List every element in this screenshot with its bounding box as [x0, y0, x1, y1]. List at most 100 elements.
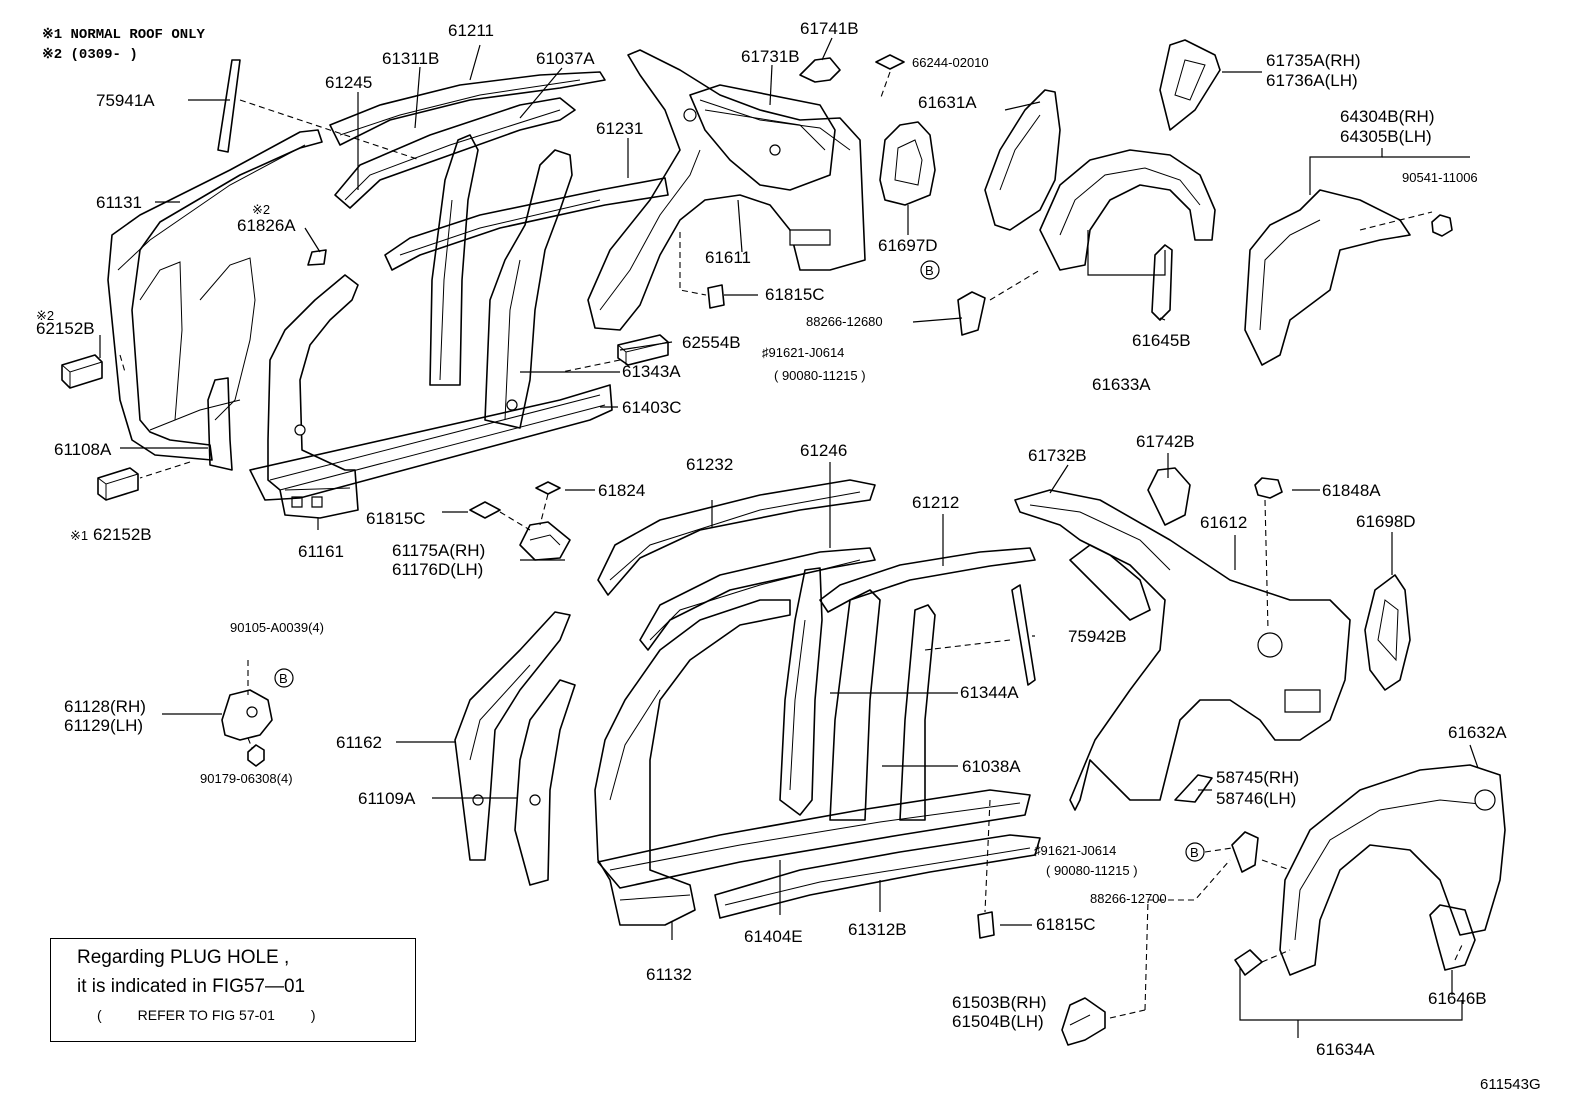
- part-61824-pad[interactable]: [535, 481, 561, 495]
- part-61633a-wheelhouse-inner[interactable]: [1039, 149, 1216, 271]
- part-labels: 61211 61311B 61037A 75941A 61245 61231 6…: [36, 19, 1507, 1059]
- mark-2-62152b: ※2: [36, 308, 54, 323]
- label-61232: 61232: [686, 455, 733, 474]
- svg-text:B: B: [925, 263, 934, 278]
- label-61108a: 61108A: [54, 440, 112, 459]
- part-61162-front-pillar-inner[interactable]: [454, 611, 571, 861]
- part-61038a-center-pillar-inner[interactable]: [829, 589, 936, 821]
- part-61312b-rocker-outer[interactable]: [714, 834, 1041, 919]
- bolt-mark-upper: B: [920, 260, 940, 280]
- label-61612: 61612: [1200, 513, 1247, 532]
- label-61311b: 61311B: [382, 49, 439, 68]
- label-91621-lower: ♯91621-J0614: [1034, 843, 1116, 858]
- part-61848a-clip[interactable]: [1254, 477, 1283, 499]
- label-61735a-rh: 61735A(RH): [1266, 51, 1361, 70]
- label-58746-lh: 58746(LH): [1216, 789, 1296, 808]
- label-61697d: 61697D: [878, 236, 938, 255]
- label-61632a: 61632A: [1448, 723, 1507, 742]
- part-61344a-center-pillar-outer[interactable]: [779, 567, 823, 816]
- part-61037a-center-pillar-inner[interactable]: [429, 134, 479, 386]
- part-61634a-wheelhouse-inner[interactable]: [1234, 949, 1263, 976]
- part-62152b-upper-filler[interactable]: [61, 354, 103, 389]
- part-61697d-wheelhouse-cover[interactable]: [879, 121, 936, 206]
- label-91621-upper: ♯91621-J0614: [762, 345, 844, 360]
- label-90080-upper: ( 90080-11215 ): [774, 368, 866, 383]
- part-61741b-bracket[interactable]: [799, 57, 841, 83]
- label-88266-12700: 88266-12700: [1090, 891, 1167, 906]
- label-90105-a0039: 90105-A0039(4): [230, 620, 324, 635]
- part-61698d-wheelhouse-cover[interactable]: [1364, 574, 1411, 691]
- part-61815c-upper-pad[interactable]: [707, 284, 725, 309]
- part-66244-02010-seal[interactable]: [875, 54, 905, 70]
- label-61404e: 61404E: [744, 927, 803, 946]
- part-61735a-gusset[interactable]: [1159, 39, 1221, 131]
- part-61128-bracket[interactable]: [221, 689, 273, 741]
- part-61826a-gusset[interactable]: [307, 249, 327, 266]
- label-75941a: 75941A: [96, 91, 155, 110]
- part-90541-11006-clip[interactable]: [1431, 214, 1453, 237]
- plug-note-line-1: Regarding PLUG HOLE ,: [77, 947, 290, 968]
- label-61631a: 61631A: [918, 93, 977, 112]
- label-61736a-lh: 61736A(LH): [1266, 71, 1358, 90]
- part-61132-front-pillar-outer[interactable]: [594, 599, 791, 926]
- label-61128-rh: 61128(RH): [64, 697, 146, 716]
- part-61612-quarter-panel[interactable]: [1014, 489, 1351, 811]
- label-64305b-lh: 64305B(LH): [1340, 127, 1432, 146]
- part-61404e-rocker-inner[interactable]: [597, 789, 1031, 889]
- part-61815c-mid-pad[interactable]: [469, 501, 501, 519]
- label-61245: 61245: [325, 73, 372, 92]
- label-61732b: 61732B: [1028, 446, 1087, 465]
- bolt-mark-lower: B: [1185, 842, 1205, 862]
- part-64304b-rear-floor-side[interactable]: [1244, 189, 1411, 366]
- label-58745-rh: 58745(RH): [1216, 768, 1299, 787]
- part-61211-roof-side-inner[interactable]: [329, 71, 606, 146]
- part-61632a-quarter-wheelhouse-outer[interactable]: [1279, 764, 1506, 976]
- part-61109a-front-pillar-lower[interactable]: [514, 679, 576, 886]
- mark-2-61826a: ※2: [252, 202, 270, 217]
- part-61815c-lower-pad[interactable]: [977, 911, 995, 939]
- label-61231: 61231: [596, 119, 643, 138]
- part-61232-roof-rail-reinforcement[interactable]: [597, 479, 876, 596]
- part-61131-body-side-outer-panel[interactable]: [107, 129, 323, 461]
- part-61161-front-pillar[interactable]: [267, 274, 359, 519]
- label-61132: 61132: [646, 965, 692, 984]
- label-61344a: 61344A: [960, 683, 1019, 702]
- part-61646b-bracket[interactable]: [1429, 904, 1476, 971]
- part-88266-12700-bracket[interactable]: [1231, 831, 1259, 873]
- part-62152b-lower-filler[interactable]: [97, 467, 139, 501]
- part-61611-quarter-panel[interactable]: [587, 49, 866, 331]
- part-75941a-weatherstrip[interactable]: [217, 59, 241, 153]
- part-61503b-bracket[interactable]: [1061, 997, 1106, 1046]
- part-61231-roof-rail-inner[interactable]: [384, 177, 669, 271]
- solid-leader-lines: [99, 37, 1479, 1038]
- part-61732b-quarter-inner[interactable]: [1069, 544, 1151, 621]
- label-61175a-rh: 61175A(RH): [392, 541, 485, 560]
- label-90179-06308: 90179-06308(4): [200, 771, 293, 786]
- part-58745-gusset[interactable]: [1174, 774, 1213, 803]
- label-61131: 61131: [96, 193, 142, 212]
- part-61246-roof-side-rail[interactable]: [639, 547, 876, 651]
- mark-1-62152b: ※1: [70, 528, 88, 543]
- note-date-range: ※2 (0309- ): [42, 47, 138, 63]
- plug-note-line-2: it is indicated in FIG57—01: [77, 976, 306, 997]
- part-61175a-bracket[interactable]: [519, 521, 571, 561]
- part-88266-12680-bracket[interactable]: [957, 291, 986, 336]
- figure-code: 611543G: [1480, 1076, 1541, 1093]
- part-90179-06308-nut[interactable]: [247, 744, 265, 767]
- part-61403c-rocker-panel[interactable]: [249, 384, 613, 501]
- part-61645b-bracket[interactable]: [1151, 244, 1173, 321]
- part-61731b-quarter-inner[interactable]: [689, 84, 836, 191]
- label-61634a: 61634A: [1316, 1040, 1375, 1059]
- part-61631a-quarter-inner-panel[interactable]: [984, 89, 1061, 231]
- part-75942b-weatherstrip[interactable]: [1011, 584, 1036, 686]
- label-61037a: 61037A: [536, 49, 595, 68]
- part-62554b-filler[interactable]: [617, 334, 669, 366]
- part-61742b-bracket[interactable]: [1147, 467, 1191, 526]
- part-61212-roof-side-outer[interactable]: [819, 547, 1036, 613]
- part-61311b-roof-rail[interactable]: [334, 97, 576, 209]
- part-61343a-center-pillar[interactable]: [484, 149, 573, 429]
- label-61503b-rh: 61503B(RH): [952, 993, 1047, 1012]
- plug-note-line-3: (REFER TO FIG 57-01): [51, 1001, 415, 1030]
- part-61108A-front-lower-pillar[interactable]: [207, 377, 233, 471]
